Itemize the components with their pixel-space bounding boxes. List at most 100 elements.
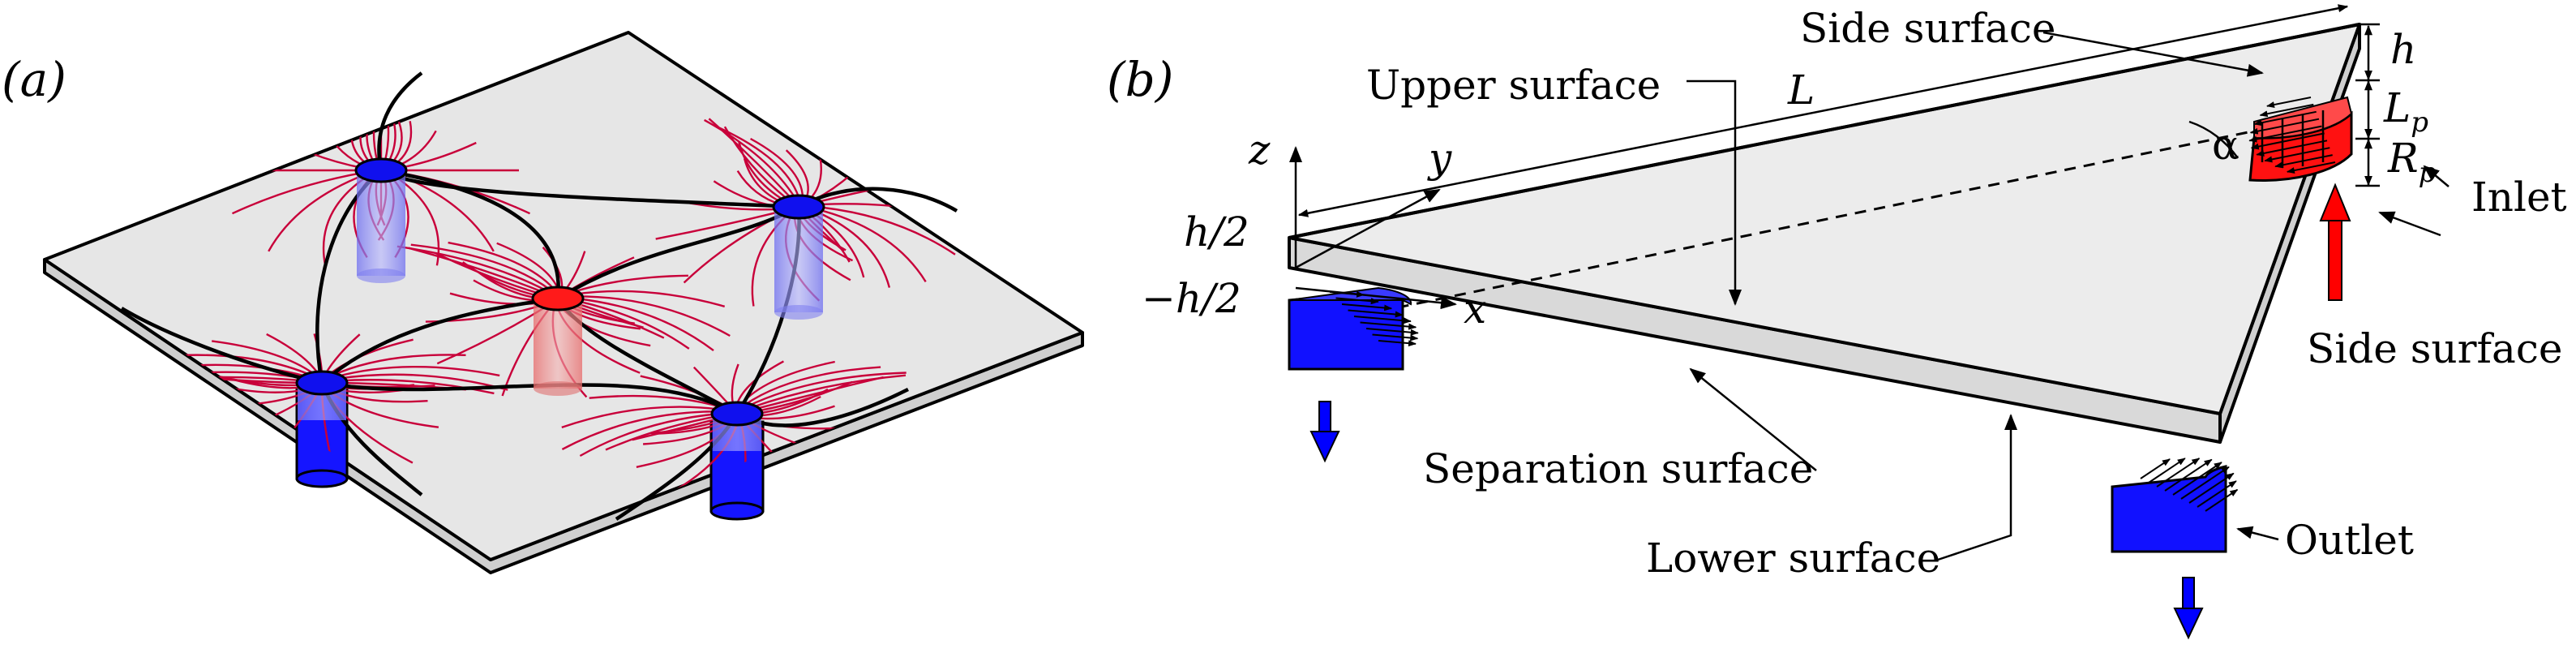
streamline (785, 149, 809, 199)
velocity-vector (2148, 458, 2186, 483)
streamline (814, 210, 891, 288)
velocity-vector (2259, 103, 2314, 118)
velocity-vector (2248, 125, 2322, 143)
streamline (744, 366, 881, 406)
streamline (561, 410, 720, 450)
streamline (750, 374, 907, 409)
streamline (605, 415, 720, 451)
leader-separation-surface (1689, 367, 1817, 471)
length-dimension (1297, 4, 2349, 217)
velocity-vector (1353, 316, 1412, 324)
leader-side-surface-right (2378, 211, 2441, 237)
upper-surface-label: Upper surface (1366, 62, 1661, 109)
streamline (731, 363, 739, 405)
streamline (410, 243, 551, 291)
inlet-label: Inlet (2471, 174, 2567, 221)
velocity-vector (2172, 462, 2222, 496)
x-axis (1295, 286, 1457, 310)
streamline (448, 241, 555, 290)
streamline (212, 340, 315, 376)
streamline (231, 171, 364, 215)
panel-b-label: (b) (1107, 52, 1173, 107)
pipe-upper-right (774, 212, 823, 320)
y-axis-label: y (1427, 135, 1452, 182)
velocity-vector (2266, 97, 2312, 108)
streamline (718, 127, 800, 198)
streamline (655, 210, 783, 240)
lower-surface-label: Lower surface (1646, 535, 1940, 582)
leader-upper-surface (1687, 79, 1742, 306)
velocity-vector (2156, 458, 2201, 488)
velocity-vector (2188, 472, 2235, 504)
leader-outlet (2236, 526, 2279, 541)
velocity-vector (1365, 328, 1419, 336)
velocity-vector (2250, 132, 2325, 150)
velocity-vector (2249, 118, 2320, 135)
velocity-vector (2264, 147, 2330, 163)
velocity-vector (2205, 488, 2239, 512)
velocity-vector (2164, 458, 2213, 492)
streamline (575, 299, 690, 350)
velocity-vector (2274, 154, 2333, 169)
streamline (571, 274, 688, 294)
length-label: L (1787, 67, 1815, 114)
outlet-port-upper-right (772, 194, 825, 220)
velocity-vector (1372, 333, 1419, 342)
panel-a: (a) (2, 31, 1084, 574)
leader-lower-surface (1937, 414, 2017, 561)
streamline (575, 297, 714, 352)
streamline (396, 245, 547, 292)
outlet-block-left (1288, 286, 1412, 371)
inlet-arrow (2319, 183, 2351, 301)
streamline (704, 118, 796, 198)
separation-surface-label: Separation surface (1423, 445, 1813, 492)
streamline (589, 394, 724, 409)
streamline (398, 141, 477, 170)
h-label: h (2390, 26, 2416, 73)
velocity-vector (2256, 140, 2328, 157)
outlet-port-bottom (710, 401, 764, 427)
streamline (573, 302, 665, 339)
streamline (266, 333, 319, 374)
velocity-vector (2140, 458, 2171, 479)
streamline (337, 373, 508, 391)
z-axis-label: z (1248, 127, 1271, 174)
streamline (496, 242, 559, 290)
velocity-vector (1348, 309, 1404, 318)
streamline (335, 365, 500, 378)
streamline (561, 406, 722, 429)
streamline (816, 208, 927, 283)
streamline (575, 295, 731, 337)
streamline (752, 376, 884, 410)
pipe-center-inlet (534, 303, 582, 396)
minus-h-half-label: −h/2 (1142, 275, 1241, 322)
h-half-label: h/2 (1184, 208, 1249, 256)
outlet-arrow-left (1309, 401, 1340, 463)
streamline (632, 417, 722, 441)
streamline (748, 372, 907, 407)
leader-side-surface-top (2042, 31, 2264, 77)
velocity-vector (1378, 340, 1417, 347)
outlet-right-vectors (2140, 458, 2239, 512)
streamline (324, 333, 361, 374)
streamline (408, 247, 545, 294)
velocity-vector (2286, 161, 2336, 174)
lp-label: Lp (2383, 84, 2428, 139)
axes (1289, 146, 1457, 310)
outlet-port-upper-left (354, 157, 408, 183)
streamline (735, 360, 784, 405)
outlet-label: Outlet (2285, 517, 2414, 564)
outlet-arrow-right (2173, 577, 2204, 640)
velocity-vector (2180, 466, 2230, 500)
y-axis (1295, 188, 1441, 269)
leader-inlet (2423, 165, 2450, 187)
panel-a-label: (a) (2, 52, 66, 107)
inlet-velocity-vectors (2248, 97, 2336, 174)
velocity-vector (1360, 321, 1417, 330)
panel-b: (b) L h Lp Rp (1107, 4, 2567, 640)
velocity-vector (1341, 303, 1393, 311)
streamline (816, 205, 956, 256)
alpha-label: α (2212, 122, 2240, 169)
